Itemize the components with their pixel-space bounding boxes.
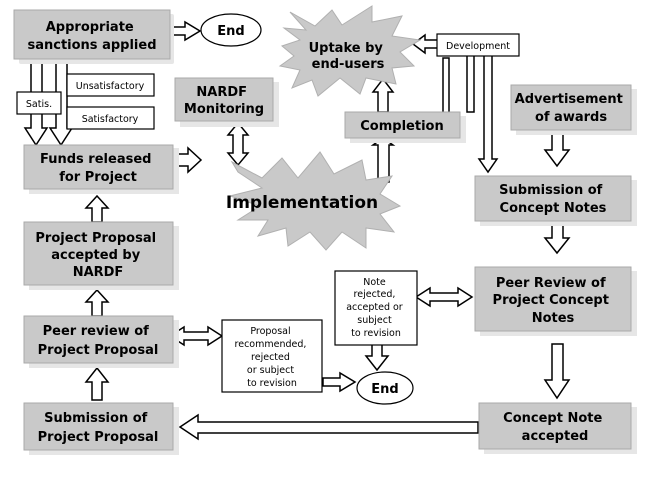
uptake-label: Uptake by end-users (309, 41, 388, 72)
note-outcome-box (334, 270, 418, 346)
proposal-outcome-label: Proposal recommended, rejected or subjec… (235, 326, 310, 389)
arrow-note-peer-concept (414, 286, 474, 308)
box-sanctions (13, 9, 174, 64)
satis-label: Satis. (26, 99, 52, 110)
satisfactory-label: Satisfactory (82, 114, 139, 125)
arrow-proposal-to-end (322, 371, 357, 393)
arrow-development-to-submission-concept (477, 54, 499, 174)
arrow-peer-concept-to-accepted (543, 343, 571, 400)
arrow-submission-to-peer-concept (543, 224, 571, 255)
concept-accepted-label: Concept Note accepted (503, 411, 607, 444)
proposal-outcome-box (221, 319, 323, 393)
unsatisfactory-box (66, 73, 155, 97)
arrow-submission-to-peer-proposal (84, 366, 110, 401)
box-advertisement (510, 84, 637, 135)
peer-concept-label: Peer Review of Project Concept Notes (493, 276, 614, 326)
arrow-monitoring-implementation (226, 121, 250, 167)
arrow-completion-to-development (442, 57, 450, 115)
line-development-outer (466, 54, 475, 113)
arrow-note-to-end (364, 343, 390, 372)
box-peer-proposal (23, 315, 179, 368)
end-bottom-label: End (371, 382, 398, 397)
development-label: Development (446, 41, 510, 52)
box-completion (344, 111, 466, 143)
box-accepted-nardf (23, 221, 179, 290)
monitoring-label: NARDF Monitoring (184, 85, 264, 117)
box-funds (23, 144, 179, 194)
arrow-advertisement-to-submission-concept (543, 131, 571, 168)
sanctions-label: Appropriate sanctions applied (27, 20, 156, 53)
implementation-burst (228, 151, 402, 251)
end-top-label: End (217, 24, 244, 39)
box-submission-concept (474, 175, 637, 226)
submission-concept-label: Submission of Concept Notes (499, 183, 607, 216)
arrow-accepted-to-funds (84, 194, 110, 223)
box-peer-concept (474, 266, 637, 336)
box-concept-accepted (478, 402, 637, 454)
note-outcome-label: Note rejected, accepted or subject to re… (346, 277, 406, 339)
satis-box (16, 91, 62, 115)
submission-proposal-label: Submission of Project Proposal (38, 411, 159, 445)
advertisement-label: Advertisement of awards (515, 92, 628, 125)
arrow-sanctions-to-end (170, 20, 202, 42)
arrow-peer-to-accepted-nardf (84, 288, 110, 317)
unsatisfactory-label: Unsatisfactory (76, 81, 145, 92)
box-monitoring (174, 77, 279, 127)
accepted-nardf-label: Project Proposal accepted by NARDF (35, 231, 160, 280)
peer-proposal-label: Peer review of Project Proposal (38, 324, 159, 358)
arrow-concept-accepted-to-submission-proposal (178, 413, 479, 441)
arrow-completion-to-uptake (371, 77, 395, 113)
end-top-node (200, 13, 262, 47)
satisfactory-box (66, 106, 155, 130)
completion-label: Completion (360, 119, 443, 134)
development-box (436, 33, 520, 57)
box-submission-proposal (23, 402, 179, 455)
uptake-burst (278, 5, 422, 97)
arrow-implementation-to-completion (370, 137, 396, 183)
end-bottom-node (356, 371, 414, 405)
funds-label: Funds released for Project (40, 152, 156, 185)
implementation-label: Implementation (226, 193, 378, 213)
